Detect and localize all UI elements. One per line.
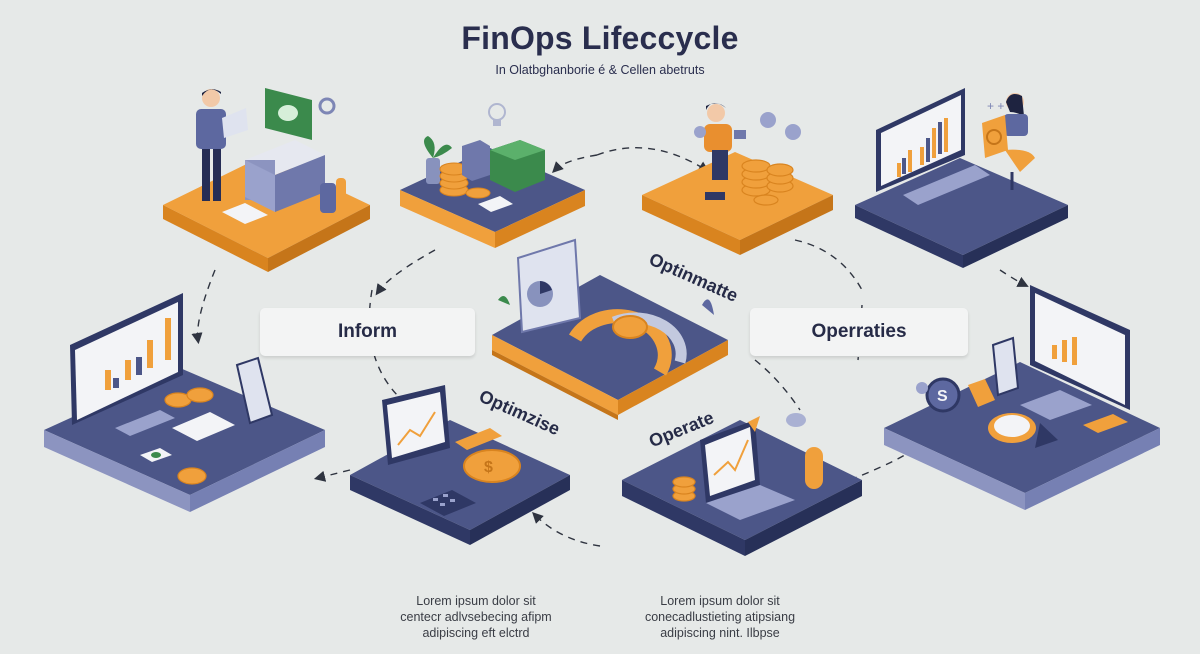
caption-left-line2: centecr adlvsebecing afipm bbox=[400, 610, 552, 624]
platform-top-center-left bbox=[400, 103, 585, 248]
caption-left: Lorem ipsum dolor sit centecr adlvsebeci… bbox=[366, 593, 586, 641]
svg-text:$: $ bbox=[484, 459, 493, 476]
platform-center bbox=[492, 238, 728, 420]
caption-left-line3: adipiscing eft elctrd bbox=[422, 626, 530, 640]
platform-bottom-left: $ bbox=[350, 385, 570, 545]
platform-top-left bbox=[163, 88, 370, 272]
caption-left-line1: Lorem ipsum dolor sit bbox=[416, 594, 536, 608]
platform-top-center-right bbox=[642, 102, 833, 255]
platform-top-right: + + bbox=[855, 88, 1068, 268]
inform-label: Inform bbox=[260, 308, 475, 356]
caption-right: Lorem ipsum dolor sit conecadlustieting … bbox=[610, 593, 830, 641]
caption-right-line1: Lorem ipsum dolor sit bbox=[660, 594, 780, 608]
arrow-top-left bbox=[552, 154, 598, 173]
platform-mid-left bbox=[44, 293, 325, 512]
arrow-top-right bbox=[596, 147, 710, 173]
svg-text:S: S bbox=[937, 388, 948, 405]
platform-bottom-right bbox=[622, 413, 862, 556]
caption-right-line2: conecadlustieting atipsiang bbox=[644, 610, 796, 624]
svg-text:+ +: + + bbox=[987, 99, 1004, 113]
page-subtitle: In Olatbghanborie é & Cellen abetruts bbox=[495, 63, 705, 77]
page-title: FinOps Lifeccycle bbox=[461, 20, 739, 56]
operraties-label: Operraties bbox=[750, 308, 968, 356]
platform-mid-right: S bbox=[884, 285, 1160, 510]
caption-right-line3: adipiscing nint. Ilbpse bbox=[660, 626, 780, 640]
